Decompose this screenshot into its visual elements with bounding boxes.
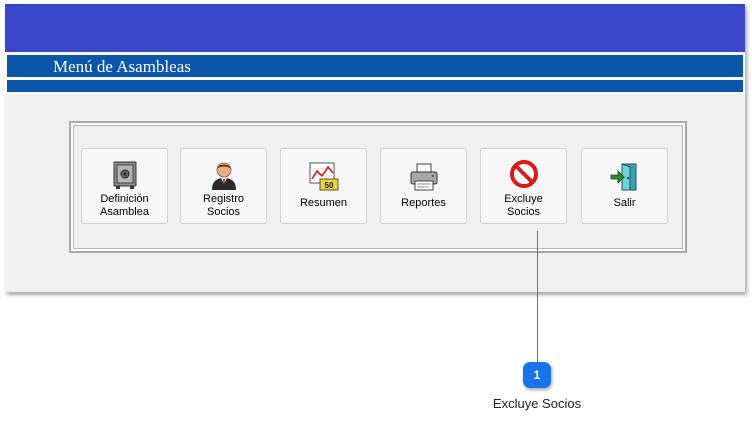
button-label: Registro Socios — [203, 193, 244, 218]
title-band: Menú de Asambleas — [7, 55, 743, 77]
exit-door-icon — [610, 163, 636, 191]
top-bar — [5, 4, 745, 52]
excluye-socios-button[interactable]: Excluye Socios — [480, 148, 567, 224]
title-band-lower — [7, 80, 743, 92]
printer-icon — [410, 163, 437, 191]
prohibited-icon — [509, 160, 538, 188]
salir-button[interactable]: Salir — [581, 148, 668, 224]
registro-socios-button[interactable]: Registro Socios — [180, 148, 267, 224]
reportes-button[interactable]: Reportes — [380, 148, 467, 224]
window-title: Menú de Asambleas — [53, 57, 191, 76]
svg-text:50: 50 — [324, 181, 333, 190]
button-label: Definición Asamblea — [100, 193, 149, 218]
chart-money-icon: 50 — [309, 162, 338, 191]
title-bar: Menú de Asambleas — [5, 52, 745, 94]
person-icon — [211, 162, 236, 190]
button-label: Excluye Socios — [504, 193, 543, 218]
button-panel: Definición Asamblea Registro Socios — [69, 121, 687, 253]
button-label: Reportes — [401, 197, 446, 209]
definicion-asamblea-button[interactable]: Definición Asamblea — [81, 148, 168, 224]
button-label: Resumen — [299, 197, 348, 209]
callout-caption: Excluye Socios — [492, 396, 582, 411]
button-label: Salir — [613, 197, 636, 209]
resumen-button[interactable]: 50 Resumen — [280, 148, 367, 224]
safe-icon — [113, 161, 136, 189]
callout-line — [537, 231, 538, 365]
callout-badge: 1 — [523, 362, 551, 388]
asambleas-window: Menú de Asambleas Definición Asamblea — [5, 4, 745, 292]
